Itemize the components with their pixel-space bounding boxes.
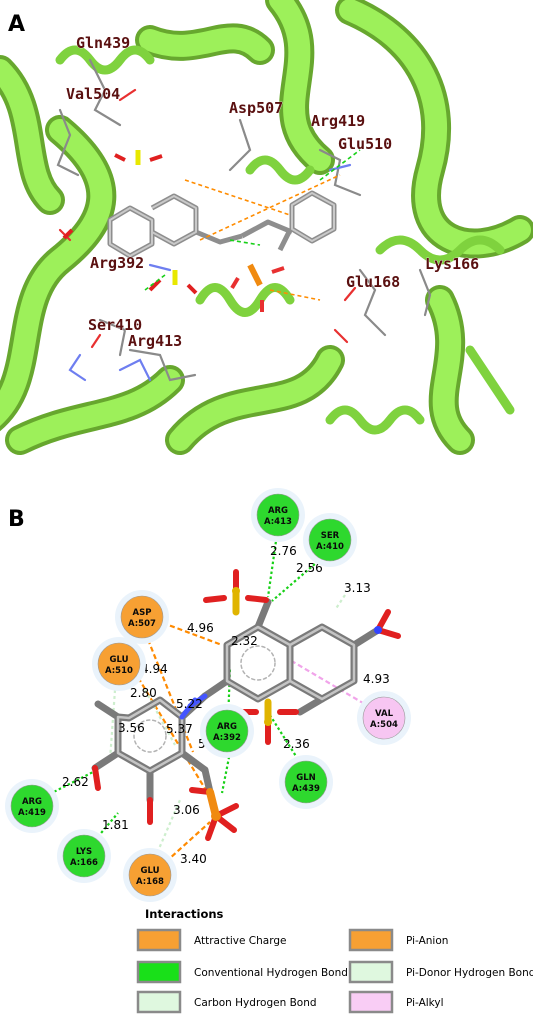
legend-swatch	[136, 928, 182, 952]
residue-chain-number: A:439	[292, 784, 320, 794]
residue-name: ARG	[268, 506, 288, 516]
residue-chain-number: A:166	[70, 858, 98, 868]
legend-label: Attractive Charge	[194, 935, 286, 947]
structure-label-glu168: Glu168	[346, 273, 400, 291]
residue-chain-number: A:510	[105, 666, 133, 676]
residue-name: SER	[321, 531, 340, 541]
residue-name: GLU	[110, 655, 129, 665]
interaction-lines	[31, 526, 386, 879]
distance-label: 2.32	[231, 634, 258, 648]
legend-item-pi-donor-hydrogen-bond: Pi-Donor Hydrogen Bond	[348, 960, 533, 984]
ligand-2d	[91, 569, 401, 841]
panel-label-a: A	[8, 12, 25, 37]
structure-label-arg392: Arg392	[90, 254, 144, 272]
legend-label: Pi-Alkyl	[406, 997, 444, 1009]
structure-label-gln439: Gln439	[76, 34, 130, 52]
legend-label: Pi-Anion	[406, 935, 448, 947]
distance-label: 2.62	[62, 775, 89, 789]
structure-label-glu510: Glu510	[338, 135, 392, 153]
distance-label: 3.06	[173, 803, 200, 817]
distance-label: 2.56	[296, 561, 323, 575]
legend-item-pi-alkyl: Pi-Alkyl	[348, 990, 444, 1014]
legend-label: Carbon Hydrogen Bond	[194, 997, 317, 1009]
residue-chain-number: A:168	[136, 877, 164, 887]
residue-name: GLN	[296, 773, 316, 783]
residue-name: ASP	[133, 608, 152, 618]
legend-item-attractive-charge: Attractive Charge	[136, 928, 286, 952]
distance-label: 2.80	[130, 686, 157, 700]
ligand-3d	[62, 149, 361, 312]
structure-label-ser410: Ser410	[88, 316, 142, 334]
residue-chain-number: A:419	[18, 808, 46, 818]
protein-ribbon-background	[0, 0, 533, 455]
distance-label: 3.56	[118, 721, 145, 735]
distance-label: 3.40	[180, 852, 207, 866]
distance-label: 2.76	[270, 544, 297, 558]
legend-item-carbon-hydrogen-bond: Carbon Hydrogen Bond	[136, 990, 317, 1014]
distance-label: 4.93	[363, 672, 390, 686]
structure-label-asp507: Asp507	[229, 99, 283, 117]
legend-swatch	[136, 990, 182, 1014]
legend-item-pi-anion: Pi-Anion	[348, 928, 448, 952]
structure-label-arg413: Arg413	[128, 332, 182, 350]
distance-label: 4.96	[187, 621, 214, 635]
panel-b: B	[5, 488, 533, 1014]
distance-label: 1.81	[102, 818, 129, 832]
residue-chain-number: A:413	[264, 517, 292, 527]
legend-title: Interactions	[145, 907, 224, 921]
structure-label-arg419: Arg419	[311, 112, 365, 130]
residue-name: LYS	[76, 847, 92, 857]
distance-label: 5.37	[166, 722, 193, 736]
legend-swatch	[348, 960, 394, 984]
distance-label: 3.13	[344, 581, 371, 595]
residue-nodes: ARGA:413SERA:410ASPA:507GLUA:510ARGA:392…	[5, 488, 411, 902]
structure-label-val504: Val504	[66, 85, 120, 103]
legend-swatch	[136, 960, 182, 984]
residue-name: GLU	[141, 866, 160, 876]
residue-name: ARG	[22, 797, 42, 807]
legend-swatch	[348, 990, 394, 1014]
legend-item-conventional-hydrogen-bond: Conventional Hydrogen Bond	[136, 960, 348, 984]
legend-swatch	[348, 928, 394, 952]
legend-label: Conventional Hydrogen Bond	[194, 967, 348, 979]
structure-label-lys166: Lys166	[425, 255, 479, 273]
residue-chain-number: A:504	[370, 720, 398, 730]
legend-label: Pi-Donor Hydrogen Bond	[406, 967, 533, 979]
distance-label: 5.22	[176, 697, 203, 711]
distance-label: 2.36	[283, 737, 310, 751]
residue-chain-number: A:410	[316, 542, 344, 552]
distance-label: 4.94	[141, 662, 168, 676]
residue-name: VAL	[375, 709, 394, 719]
residue-name: ARG	[217, 722, 237, 732]
residue-chain-number: A:392	[213, 733, 241, 743]
legend: Interactions Attractive Charge Pi-AnionCo…	[136, 907, 533, 1014]
residue-chain-number: A:507	[128, 619, 156, 629]
panel-label-b: B	[8, 507, 25, 532]
